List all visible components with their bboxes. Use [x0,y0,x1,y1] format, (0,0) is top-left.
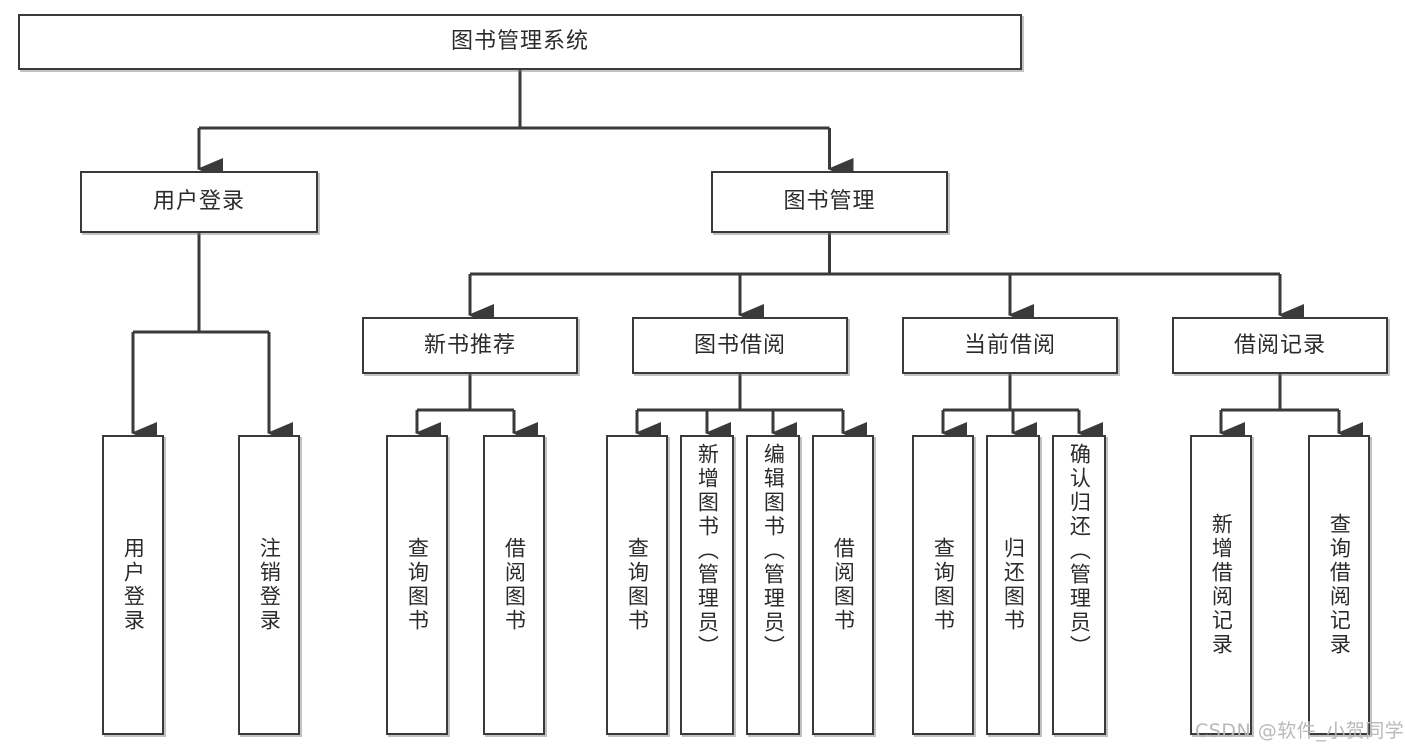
node-label-leaf-confirm-return: 确认归还（管理员） [1067,443,1092,659]
node-leaf-user-login[interactable]: 用户登录 [102,435,164,735]
node-leaf-confirm-return[interactable]: 确认归还（管理员） [1052,435,1106,735]
node-leaf-logout[interactable]: 注销登录 [238,435,300,735]
node-label-new-book-recommend: 新书推荐 [423,332,516,358]
node-label-leaf-logout: 注销登录 [257,537,282,633]
node-label-current-borrow: 当前借阅 [963,332,1056,358]
node-label-leaf-edit-book-admin: 编辑图书（管理员） [761,443,786,659]
node-leaf-borrow-book-2[interactable]: 借阅图书 [812,435,874,735]
node-label-borrow-record: 借阅记录 [1233,332,1326,358]
node-root[interactable]: 图书管理系统 [18,14,1022,70]
node-leaf-query-book-3[interactable]: 查询图书 [912,435,974,735]
node-label-leaf-borrow-book-2: 借阅图书 [831,537,856,633]
node-label-leaf-borrow-book-1: 借阅图书 [502,537,527,633]
node-user-login[interactable]: 用户登录 [80,171,318,233]
node-label-leaf-user-login: 用户登录 [121,537,146,633]
node-label-leaf-query-record: 查询借阅记录 [1327,513,1352,657]
node-label-leaf-query-book-3: 查询图书 [931,537,956,633]
node-label-leaf-return-book: 归还图书 [1001,537,1026,633]
node-borrow-record[interactable]: 借阅记录 [1172,317,1388,374]
node-leaf-add-book-admin[interactable]: 新增图书（管理员） [680,435,734,735]
node-label-book-borrow: 图书借阅 [693,332,786,358]
node-label-root: 图书管理系统 [450,29,589,55]
node-book-borrow[interactable]: 图书借阅 [632,317,848,374]
node-book-manage[interactable]: 图书管理 [711,171,948,233]
node-leaf-query-book-1[interactable]: 查询图书 [386,435,448,735]
node-label-leaf-query-book-2: 查询图书 [625,537,650,633]
node-current-borrow[interactable]: 当前借阅 [902,317,1118,374]
node-label-book-manage: 图书管理 [783,189,876,215]
node-leaf-add-record[interactable]: 新增借阅记录 [1190,435,1252,735]
node-leaf-query-book-2[interactable]: 查询图书 [606,435,668,735]
connector-group [131,70,1363,444]
node-label-user-login: 用户登录 [152,189,245,215]
node-new-book-recommend[interactable]: 新书推荐 [362,317,578,374]
node-leaf-edit-book-admin[interactable]: 编辑图书（管理员） [746,435,800,735]
node-label-leaf-add-record: 新增借阅记录 [1209,513,1234,657]
node-label-leaf-add-book-admin: 新增图书（管理员） [695,443,720,659]
node-leaf-borrow-book-1[interactable]: 借阅图书 [483,435,545,735]
node-leaf-query-record[interactable]: 查询借阅记录 [1308,435,1370,735]
node-label-leaf-query-book-1: 查询图书 [405,537,430,633]
node-leaf-return-book[interactable]: 归还图书 [986,435,1040,735]
